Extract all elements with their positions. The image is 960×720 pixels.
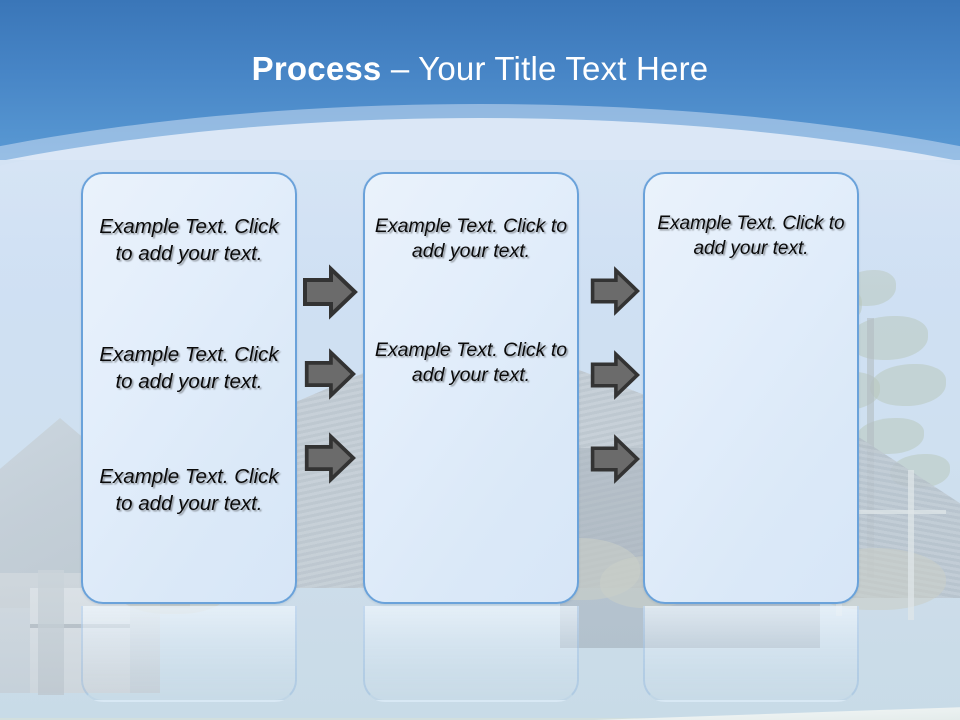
process-box-3[interactable]: Example Text. Click to add your text. [643,172,859,604]
right-arrow-icon[interactable] [589,433,641,485]
process-text-2-2[interactable]: Example Text. Click to add your text. [374,339,568,387]
right-arrow-icon[interactable] [303,431,357,485]
process-text-1-3[interactable]: Example Text. Click to add your text. [99,465,279,515]
process-box-2[interactable]: Example Text. Click to add your text. Ex… [363,172,579,604]
process-text-3-1[interactable]: Example Text. Click to add your text. [657,213,845,259]
header-band [0,0,960,160]
process-text-2-1[interactable]: Example Text. Click to add your text. [374,215,568,263]
slide-title-strong: Process [251,50,382,87]
process-text-1-1[interactable]: Example Text. Click to add your text. [99,215,279,265]
process-box-1[interactable]: Example Text. Click to add your text. Ex… [81,172,297,604]
right-arrow-icon[interactable] [301,263,359,321]
process-text-1-2[interactable]: Example Text. Click to add your text. [99,343,279,393]
slide-title-rest: – Your Title Text Here [381,50,709,87]
slide-title: Process – Your Title Text Here [0,50,960,88]
right-arrow-icon[interactable] [589,265,641,317]
right-arrow-icon[interactable] [303,347,357,401]
right-arrow-icon[interactable] [589,349,641,401]
